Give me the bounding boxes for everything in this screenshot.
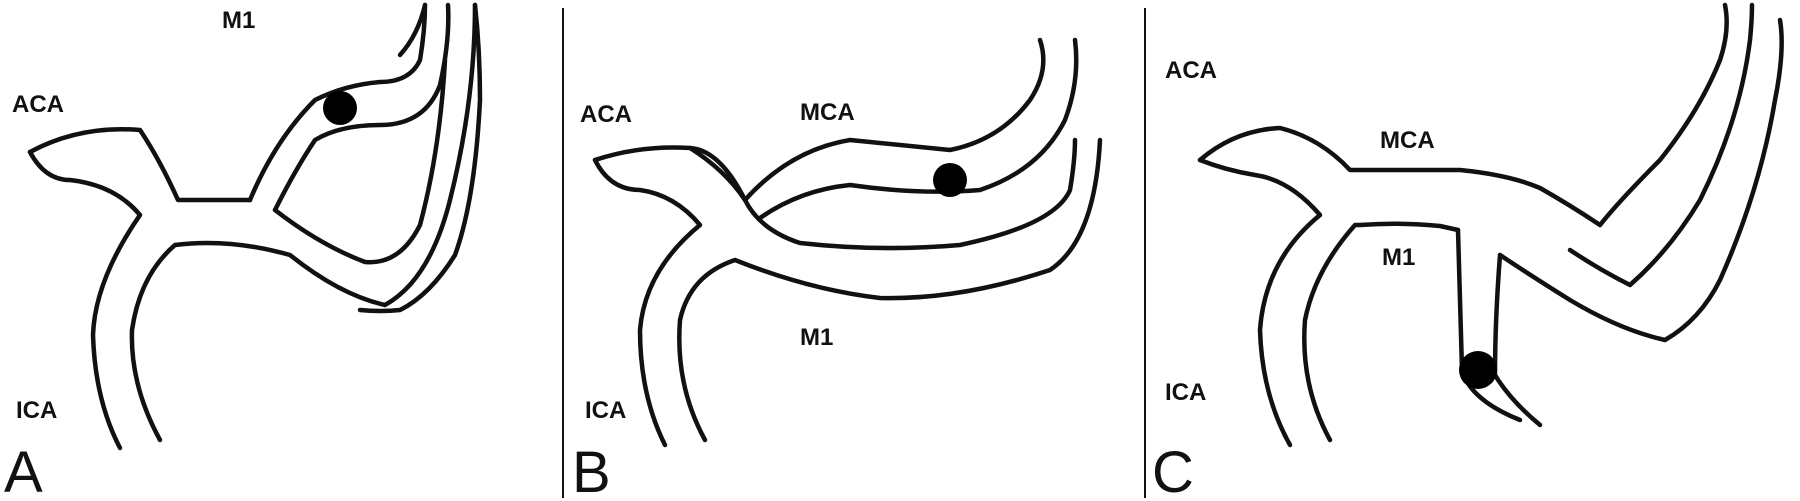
panel-a-ica-m1-wall-outer: [129, 2, 478, 443]
panel-b-aneurysm-marker: [933, 163, 967, 197]
panel-c-aneurysm-marker: [1459, 351, 1497, 389]
panel-b-mca-wall-upper: [742, 37, 1046, 203]
panel-c-label-ica: ICA: [1165, 379, 1206, 406]
panel-b: ACA MCA M1 ICA B: [572, 37, 1103, 501]
panel-a-outer-curve: [357, 2, 483, 314]
panel-c-branch-upper-2: [1567, 2, 1755, 288]
panel-a-label-aca: ACA: [12, 91, 64, 118]
panel-b-m1-wall-inner: [592, 137, 1078, 251]
panel-b-label-mca: MCA: [800, 99, 855, 126]
panel-a-m1-wall-1: [247, 2, 428, 203]
panel-b-mca-wall-lower: [757, 37, 1079, 221]
panel-c-letter: C: [1152, 440, 1194, 501]
panel-a: M1 ACA ICA A: [4, 2, 483, 501]
panel-b-letter: B: [572, 440, 611, 501]
panel-a-label-m1: M1: [222, 7, 255, 34]
panel-c-branch-upper-1: [1597, 2, 1729, 228]
panel-c: ACA MCA M1 ICA C: [1152, 2, 1784, 501]
panel-a-m1-wall-inner: [272, 57, 448, 265]
panel-a-ica-aca-wall-left: [27, 149, 143, 451]
panel-b-vessels: [592, 37, 1103, 448]
panel-c-mca-wall-upper: [1197, 125, 1603, 228]
panel-c-ica-m1-wall: [1302, 221, 1461, 443]
panel-b-label-ica: ICA: [585, 397, 626, 424]
panel-b-label-m1: M1: [800, 324, 833, 351]
panel-a-aca-wall-upper: [27, 126, 253, 203]
panel-c-label-aca: ACA: [1165, 57, 1217, 84]
panel-b-label-aca: ACA: [580, 101, 632, 128]
panel-a-aneurysm-marker: [323, 91, 357, 125]
panel-c-m1-wall-left: [1455, 227, 1523, 423]
panel-b-m1-wall-outer: [677, 137, 1103, 443]
panel-c-label-m1: M1: [1382, 244, 1415, 271]
panel-a-top-connector: [397, 2, 428, 58]
panel-c-outer-branch: [1497, 17, 1784, 343]
panel-b-ica-wall-left: [592, 157, 703, 448]
panel-a-vessels: [27, 2, 483, 451]
panel-c-m1-wall-right: [1492, 252, 1543, 428]
panel-c-label-mca: MCA: [1380, 127, 1435, 154]
panel-c-ica-wall-left: [1197, 157, 1323, 448]
panel-a-label-ica: ICA: [16, 397, 57, 424]
panel-a-letter: A: [4, 440, 43, 501]
panel-b-bifurcation: [687, 145, 748, 203]
